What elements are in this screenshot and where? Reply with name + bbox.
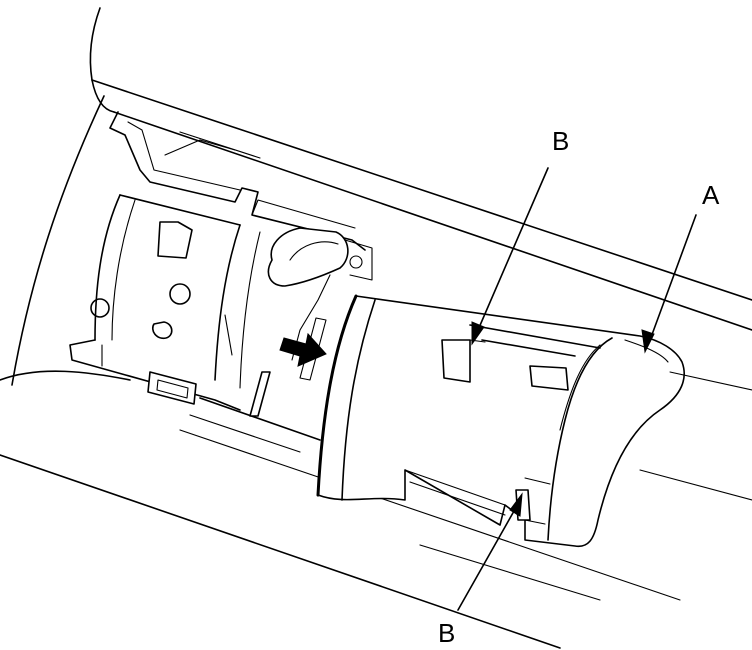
upper-trim-ledge xyxy=(109,111,366,251)
direction-arrow-icon xyxy=(279,332,327,367)
clip-slot xyxy=(249,317,327,417)
callout-label-a: A xyxy=(702,180,720,210)
panel-cover xyxy=(316,294,685,548)
leader-line-b-top xyxy=(471,167,549,346)
leader-line-b-bottom xyxy=(457,492,523,611)
panel-outline xyxy=(0,7,752,649)
inner-housing xyxy=(69,194,321,453)
latch-hook xyxy=(267,227,373,361)
right-body-lines xyxy=(639,371,752,501)
callout-label-b-top: B xyxy=(552,126,570,156)
callout-label-b-bottom: B xyxy=(438,618,456,648)
tab-b-upper xyxy=(441,324,601,391)
leader-line-a xyxy=(641,214,697,354)
